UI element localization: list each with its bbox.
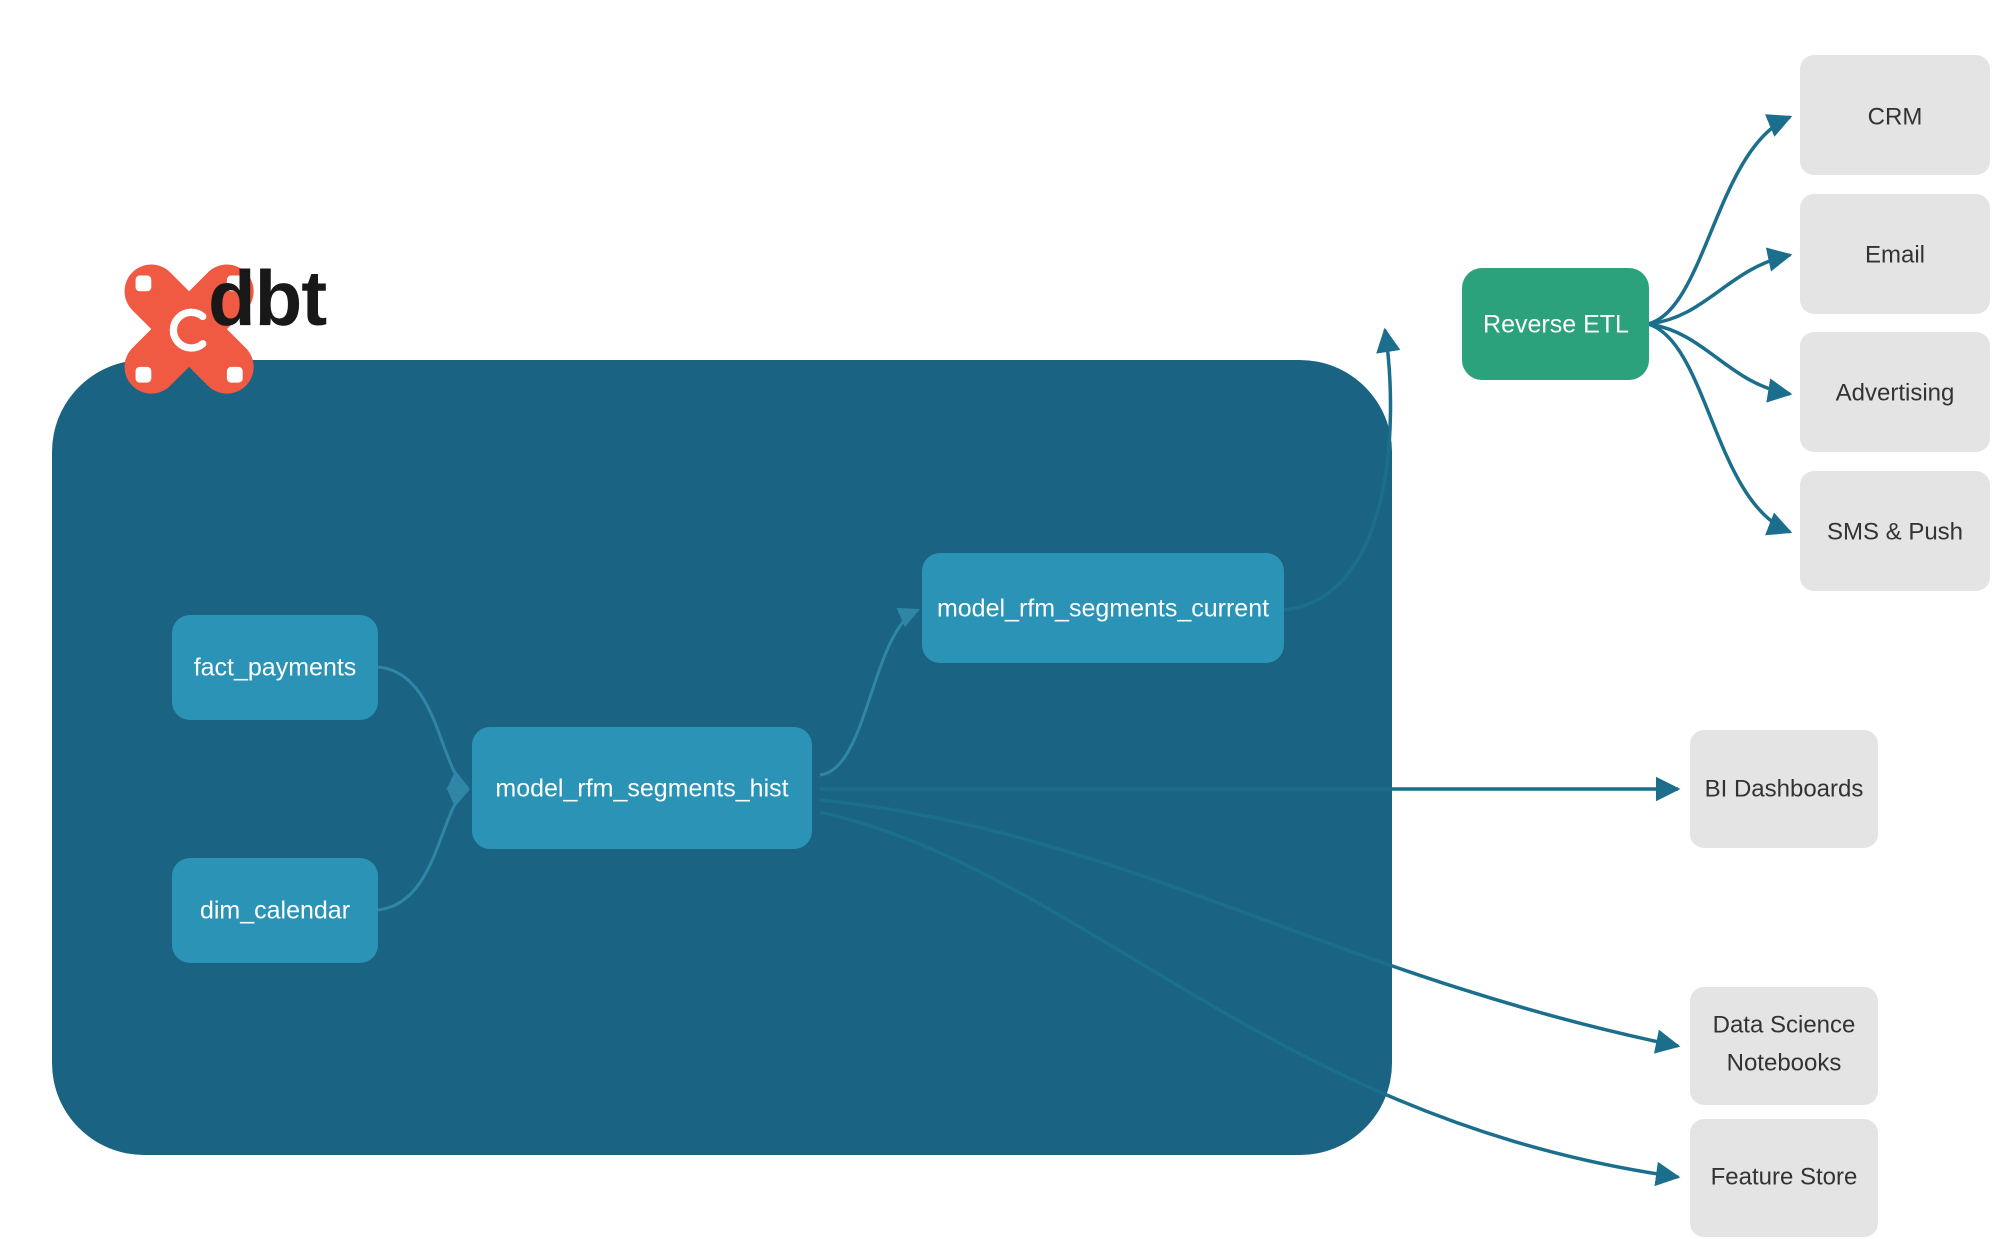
node-sms-push-label: SMS & Push: [1827, 518, 1963, 545]
edge-hist-to-data-science-notebooks: [819, 798, 1681, 1054]
node-model-rfm-segments-current-label: model_rfm_segments_current: [937, 595, 1269, 623]
node-reverse-etl[interactable]: Reverse ETL: [1462, 268, 1649, 380]
node-advertising[interactable]: Advertising: [1800, 332, 1990, 452]
dbt-x-logo-icon: [124, 264, 254, 394]
node-dim-calendar[interactable]: dim_calendar: [172, 858, 378, 963]
node-crm-label: CRM: [1868, 103, 1923, 130]
edge-hist-to-feature-store: [819, 810, 1681, 1187]
dbt-brand-text: dbt: [208, 254, 327, 342]
edge-dim-calendar-to-hist: [377, 787, 470, 912]
edge-reverse-etl-to-advertising: [1647, 322, 1793, 403]
node-data-science-notebooks-label-line1: Data Science: [1713, 1011, 1856, 1038]
node-email[interactable]: Email: [1800, 194, 1990, 314]
node-data-science-notebooks[interactable]: Data Science Notebooks: [1690, 987, 1878, 1105]
edge-reverse-etl-to-sms-push: [1647, 322, 1793, 536]
node-model-rfm-segments-current[interactable]: model_rfm_segments_current: [922, 553, 1284, 663]
node-dim-calendar-label: dim_calendar: [200, 897, 350, 925]
edge-hist-to-current: [819, 607, 920, 777]
node-fact-payments-label: fact_payments: [194, 654, 357, 682]
node-model-rfm-segments-hist[interactable]: model_rfm_segments_hist: [472, 727, 812, 849]
edge-reverse-etl-to-email: [1647, 247, 1793, 326]
node-fact-payments[interactable]: fact_payments: [172, 615, 378, 720]
node-feature-store-label: Feature Store: [1711, 1163, 1858, 1190]
node-crm[interactable]: CRM: [1800, 55, 1990, 175]
node-bi-dashboards-label: BI Dashboards: [1705, 775, 1864, 802]
node-data-science-notebooks-label-line2: Notebooks: [1727, 1049, 1842, 1076]
node-model-rfm-segments-hist-label: model_rfm_segments_hist: [495, 775, 788, 803]
edge-fact-payments-to-hist: [377, 665, 470, 790]
dbt-brand-lockup: dbt: [124, 254, 328, 394]
node-email-label: Email: [1865, 241, 1925, 268]
node-feature-store[interactable]: Feature Store: [1690, 1119, 1878, 1237]
edge-current-to-reverse-etl: [1282, 327, 1401, 612]
edge-reverse-etl-to-crm: [1647, 114, 1793, 326]
node-sms-push[interactable]: SMS & Push: [1800, 471, 1990, 591]
node-bi-dashboards[interactable]: BI Dashboards: [1690, 730, 1878, 848]
node-reverse-etl-label: Reverse ETL: [1483, 311, 1629, 339]
node-advertising-label: Advertising: [1836, 379, 1955, 406]
